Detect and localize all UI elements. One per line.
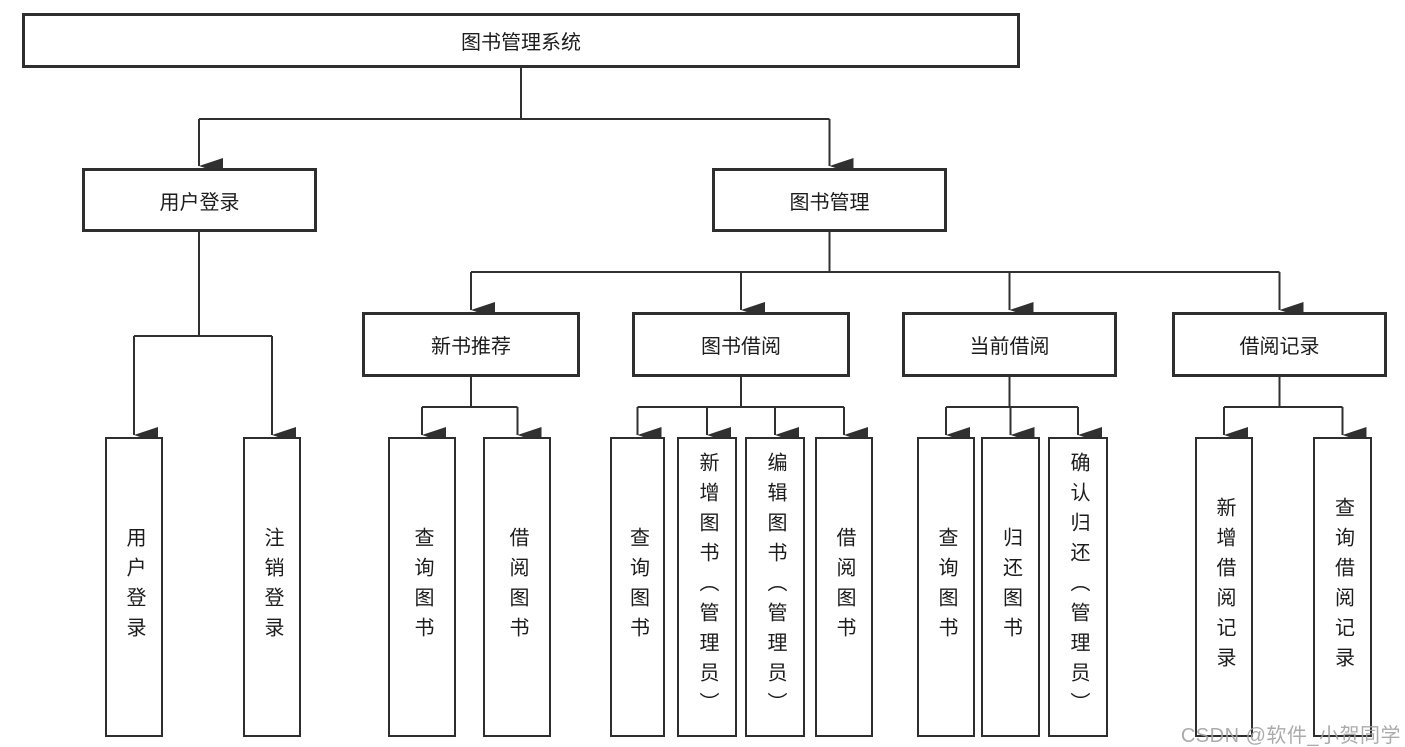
node-label: 借阅图书 — [506, 527, 528, 647]
node-label: 编辑图书（管理员） — [764, 452, 786, 722]
leaf-query-books-newbook: 查询图书 — [388, 437, 456, 737]
leaf-user-login: 用户登录 — [105, 437, 163, 737]
csdn-watermark: CSDN @软件_小贺同学 — [1180, 725, 1401, 747]
leaf-query-books-current: 查询图书 — [917, 437, 975, 737]
node-root-system: 图书管理系统 — [22, 13, 1020, 68]
node-label: 图书管理系统 — [461, 32, 581, 54]
leaf-edit-books-admin: 编辑图书（管理员） — [745, 437, 805, 737]
leaf-logout: 注销登录 — [243, 437, 301, 737]
node-label: 新书推荐 — [431, 336, 511, 358]
node-label: 用户登录 — [123, 527, 145, 647]
node-label: 当前借阅 — [969, 336, 1050, 358]
node-borrow-records: 借阅记录 — [1172, 312, 1387, 377]
node-label: 借阅记录 — [1239, 336, 1320, 358]
leaf-add-books-admin: 新增图书（管理员） — [677, 437, 737, 737]
leaf-borrow-books-newbook: 借阅图书 — [483, 437, 551, 737]
node-label: 查询借阅记录 — [1331, 497, 1354, 677]
node-book-borrow: 图书借阅 — [632, 312, 850, 377]
leaf-return-books: 归还图书 — [981, 437, 1040, 737]
node-label: 归还图书 — [999, 527, 1022, 647]
node-label: 新增借阅记录 — [1213, 497, 1235, 677]
leaf-confirm-return-admin: 确认归还（管理员） — [1048, 437, 1108, 737]
node-label: 借阅图书 — [833, 527, 855, 647]
leaf-add-borrow-record: 新增借阅记录 — [1195, 437, 1253, 737]
node-label: 查询图书 — [411, 527, 433, 647]
node-label: 用户登录 — [159, 191, 240, 214]
node-label: 确认归还（管理员） — [1067, 452, 1089, 722]
node-book-management: 图书管理 — [712, 168, 947, 232]
node-label: 图书管理 — [789, 191, 870, 214]
node-label: 注销登录 — [261, 527, 283, 647]
node-label: 新增图书（管理员） — [696, 452, 718, 722]
node-user-login: 用户登录 — [82, 168, 317, 232]
leaf-query-books-borrow: 查询图书 — [610, 437, 665, 737]
node-current-borrow: 当前借阅 — [902, 312, 1117, 377]
node-label: 图书借阅 — [701, 336, 781, 358]
node-label: 查询图书 — [935, 527, 957, 647]
leaf-query-borrow-record: 查询借阅记录 — [1313, 437, 1372, 737]
leaf-borrow-books: 借阅图书 — [815, 437, 873, 737]
node-label: 查询图书 — [626, 527, 649, 647]
node-new-book-recommend: 新书推荐 — [362, 312, 580, 377]
